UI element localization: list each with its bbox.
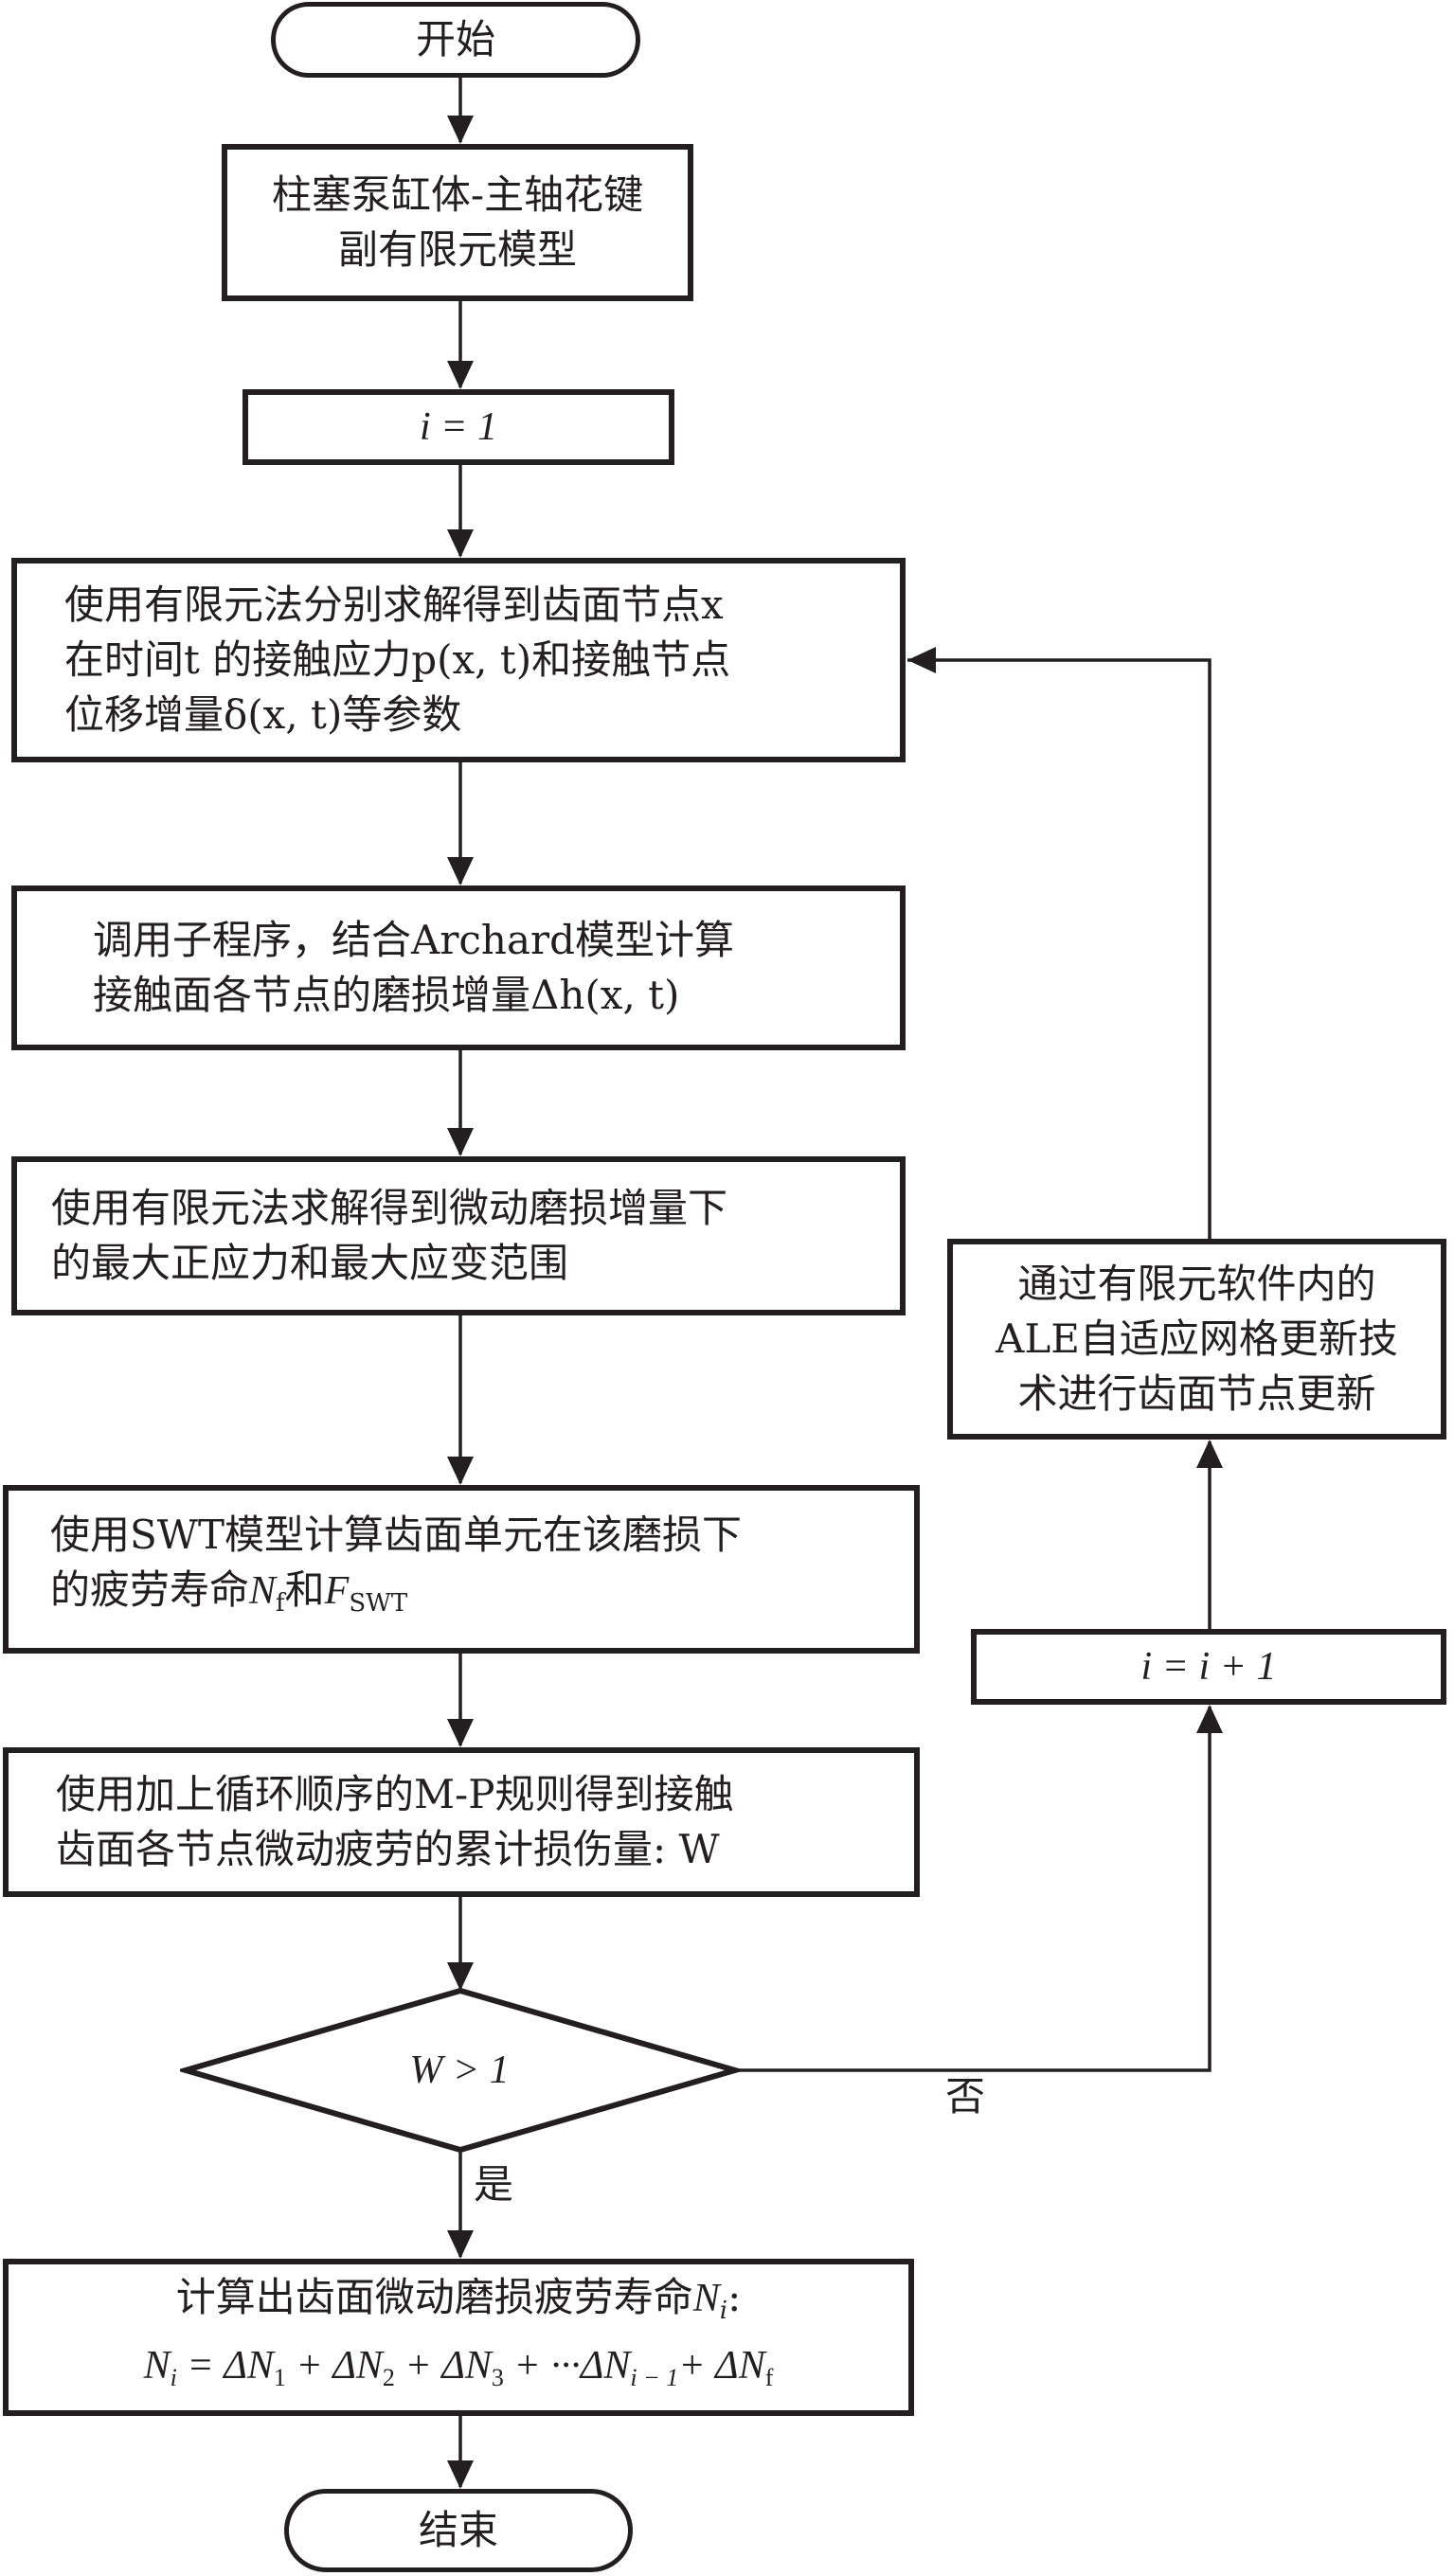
model-to-init-arrowhead <box>447 361 474 389</box>
swt-to-mp-rule-arrowhead <box>447 1719 474 1747</box>
mp-rule-line-1: 使用加上循环顺序的M-P规则得到接触 <box>56 1771 734 1817</box>
mp-rule-line-2: 齿面各节点微动疲劳的累计损伤量: W <box>56 1826 720 1872</box>
process-increment: i = i + 1 <box>971 1629 1446 1705</box>
decision-to-increment-arrowhead <box>1196 1705 1223 1733</box>
start-to-model-arrowhead <box>447 116 474 144</box>
decision-diamond <box>180 1987 741 2154</box>
fem-solve-line-3: 位移增量δ(x, t)等参数 <box>64 691 462 738</box>
result-line-1: 计算出齿面微动磨损疲劳寿命Ni: <box>175 2273 742 2325</box>
archard-to-fem-stress-arrowhead <box>447 1128 474 1156</box>
edge-label-yes: 是 <box>474 2161 514 2208</box>
process-fem-stress: 使用有限元法求解得到微动磨损增量下 的最大正应力和最大应变范围 <box>11 1156 906 1315</box>
fem-solve-to-archard-arrowhead <box>447 857 474 886</box>
edge-label-no: 否 <box>945 2073 986 2120</box>
ale-to-fem-solve-line <box>907 658 1212 1239</box>
decision-label: W > 1 <box>409 2048 510 2092</box>
fem-stress-line-2: 的最大正应力和最大应变范围 <box>51 1240 569 1286</box>
process-archard: 调用子程序，结合Archard模型计算 接触面各节点的磨损增量Δh(x, t) <box>11 886 906 1050</box>
archard-line-1: 调用子程序，结合Archard模型计算 <box>93 917 734 963</box>
init-to-fem-solve-arrowhead <box>447 529 474 558</box>
decision-to-increment-line <box>735 1707 1212 2072</box>
process-swt: 使用SWT模型计算齿面单元在该磨损下 的疲劳寿命Nf和FSWT <box>3 1485 920 1654</box>
process-mp-rule: 使用加上循环顺序的M-P规则得到接触 齿面各节点微动疲劳的累计损伤量: W <box>3 1747 920 1897</box>
process-init: i = 1 <box>242 389 674 465</box>
archard-line-2: 接触面各节点的磨损增量Δh(x, t) <box>93 972 680 1018</box>
process-model: 柱塞泵缸体-主轴花键 副有限元模型 <box>222 144 693 301</box>
ale-line-3: 术进行齿面节点更新 <box>1017 1370 1376 1417</box>
swt-line-1: 使用SWT模型计算齿面单元在该磨损下 <box>50 1512 742 1558</box>
increment-label: i = i + 1 <box>1140 1645 1277 1689</box>
process-fem-solve: 使用有限元法分别求解得到齿面节点x 在时间t 的接触应力p(x, t)和接触节点… <box>11 558 906 762</box>
end-terminator: 结束 <box>284 2489 633 2572</box>
fem-stress-line-1: 使用有限元法求解得到微动磨损增量下 <box>51 1185 728 1231</box>
process-ale-update: 通过有限元软件内的 ALE自适应网格更新技 术进行齿面节点更新 <box>947 1239 1446 1440</box>
process-result: 计算出齿面微动磨损疲劳寿命Ni: Ni = ΔN1 + ΔN2 + ΔN3 + … <box>3 2259 914 2416</box>
result-line-2: Ni = ΔN1 + ΔN2 + ΔN3 + ···ΔNi − 1+ ΔNf <box>143 2343 774 2391</box>
fem-solve-line-1: 使用有限元法分别求解得到齿面节点x <box>64 581 724 628</box>
mp-rule-to-decision-arrowhead <box>447 1962 474 1991</box>
fem-stress-to-swt-arrowhead <box>447 1457 474 1485</box>
init-label: i = 1 <box>419 405 497 449</box>
ale-to-fem-solve-arrowhead <box>907 647 936 673</box>
decision-to-result-arrowhead <box>447 2230 474 2259</box>
start-label: 开始 <box>415 16 495 63</box>
end-label: 结束 <box>418 2507 498 2553</box>
model-line-1: 柱塞泵缸体-主轴花键 <box>271 171 644 218</box>
ale-line-2: ALE自适应网格更新技 <box>996 1315 1398 1362</box>
result-to-end-arrowhead <box>447 2460 474 2489</box>
swt-line-2: 的疲劳寿命Nf和FSWT <box>50 1566 408 1618</box>
start-terminator: 开始 <box>271 2 640 78</box>
fem-solve-line-2: 在时间t 的接触应力p(x, t)和接触节点 <box>64 636 731 683</box>
ale-line-1: 通过有限元软件内的 <box>1017 1261 1376 1307</box>
model-line-2: 副有限元模型 <box>337 226 577 273</box>
increment-to-ale-arrowhead <box>1196 1440 1223 1468</box>
